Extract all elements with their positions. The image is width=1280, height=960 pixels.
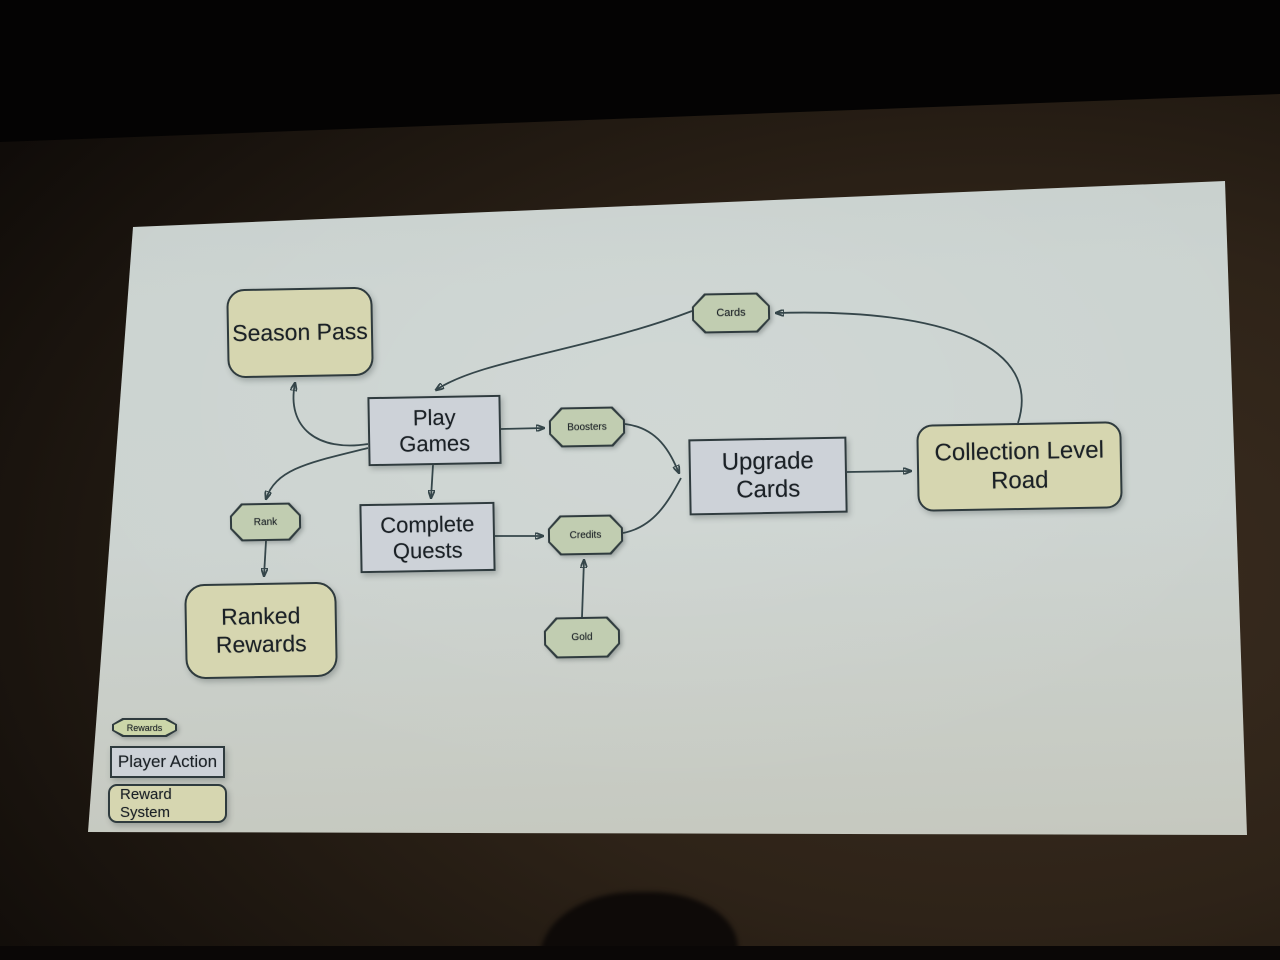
edge-upgrade-cards-to-collection bbox=[846, 471, 911, 472]
legend-player-action: Player Action bbox=[110, 746, 225, 778]
edge-cards-to-play-games bbox=[436, 310, 693, 390]
legend-reward-system: Reward System bbox=[108, 784, 227, 823]
edge-play-games-to-complete-quests bbox=[431, 464, 433, 498]
edge-gold-to-credits bbox=[582, 560, 584, 618]
edge-play-games-to-rank bbox=[266, 447, 369, 499]
edge-play-games-to-season-pass bbox=[293, 383, 369, 447]
edge-boosters-to-upgrade-cards bbox=[624, 423, 679, 473]
legend-rewards: Rewards bbox=[112, 718, 177, 737]
edge-rank-to-ranked-rewards bbox=[264, 540, 266, 576]
edge-play-games-to-boosters bbox=[500, 428, 544, 429]
bottom-vignette bbox=[0, 946, 1280, 960]
edge-collection-level-road-to-cards bbox=[776, 313, 1023, 424]
edge-credits-to-upgrade-cards bbox=[622, 477, 682, 534]
